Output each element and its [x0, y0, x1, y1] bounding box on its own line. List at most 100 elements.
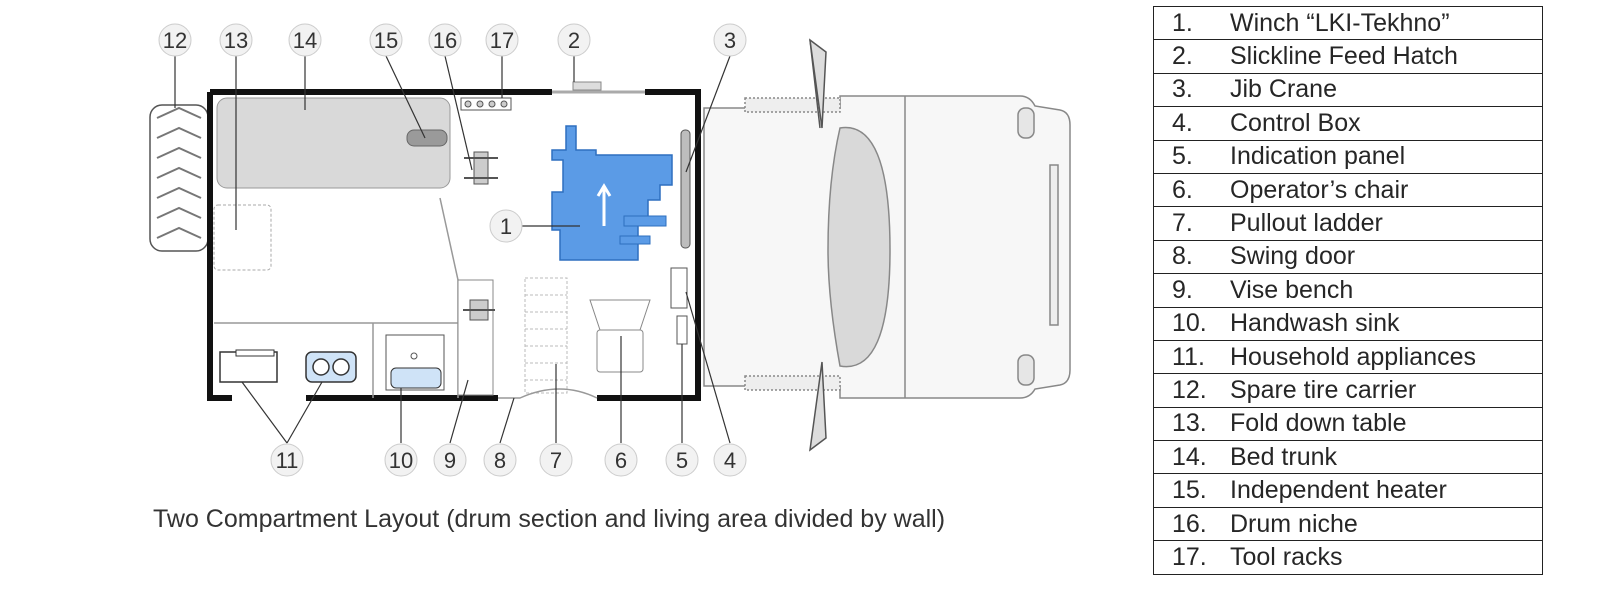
legend-row: 5.Indication panel — [1153, 139, 1543, 174]
legend-label: Bed trunk — [1230, 442, 1338, 471]
legend-table: 1. Winch “LKI-Tekhno” 2. Slickline Feed Hat… — [1153, 5, 1543, 575]
vise-bench — [457, 279, 494, 396]
callout-6: 6 — [604, 443, 638, 477]
legend-label: Swing door — [1230, 242, 1356, 271]
callout-11: 11 — [270, 443, 304, 477]
legend-row: 13. Fold down table — [1153, 406, 1543, 442]
legend-label: Control Box — [1230, 108, 1361, 137]
legend-number: 17. — [1172, 542, 1207, 571]
legend-number: 4. — [1172, 108, 1193, 137]
legend-label: Tool racks — [1230, 542, 1343, 571]
svg-text:16: 16 — [433, 28, 457, 53]
legend-number: 11. — [1172, 342, 1205, 371]
svg-text:6: 6 — [615, 448, 627, 473]
svg-text:2: 2 — [568, 28, 580, 53]
body-walls — [207, 89, 701, 401]
svg-text:11: 11 — [276, 448, 299, 473]
svg-text:1: 1 — [500, 214, 512, 239]
truck-cab — [703, 38, 1071, 452]
svg-text:15: 15 — [374, 28, 398, 53]
legend-row: 4. Control Box — [1153, 106, 1543, 141]
legend-number: 1. — [1172, 8, 1193, 37]
legend-row: 10. Handwash sink — [1153, 306, 1543, 341]
fold-down-table — [213, 204, 272, 271]
winch — [551, 125, 673, 261]
jib-crane — [680, 129, 691, 249]
legend-label: Slickline Feed Hatch — [1230, 42, 1458, 71]
legend-row: 7. Pullout ladder — [1153, 206, 1543, 241]
callout-2: 2 — [557, 23, 591, 57]
svg-text:9: 9 — [444, 448, 456, 473]
bed-trunk — [216, 97, 451, 189]
feed-hatch — [572, 81, 602, 91]
legend-label: Independent heater — [1230, 476, 1447, 505]
legend-number: 16. — [1172, 509, 1207, 538]
callout-9: 9 — [433, 443, 467, 477]
legend-row: 8. Swing door — [1153, 239, 1543, 275]
callout-15: 15 — [369, 23, 403, 57]
callout-1: 1 — [489, 209, 523, 243]
heater — [406, 129, 448, 147]
svg-text:17: 17 — [490, 28, 514, 53]
svg-text:8: 8 — [494, 448, 506, 473]
legend-row: 1. Winch “LKI-Tekhno” — [1153, 5, 1543, 41]
legend-row: 17. Tool racks — [1153, 540, 1543, 575]
callout-17: 17 — [485, 23, 519, 57]
legend-number: 10. — [1172, 309, 1207, 338]
legend-row: 14. Bed trunk — [1153, 440, 1543, 475]
legend-number: 7. — [1172, 209, 1193, 238]
legend-label: Fold down table — [1230, 409, 1407, 438]
callout-12: 12 — [158, 23, 192, 57]
leader-lines — [174, 55, 731, 444]
vise — [463, 299, 495, 321]
spare-tire — [149, 104, 209, 252]
legend-label: Vise bench — [1230, 275, 1354, 304]
swing-door — [498, 388, 598, 399]
callout-16: 16 — [428, 23, 462, 57]
legend-number: 15. — [1172, 476, 1207, 505]
control-box — [670, 267, 688, 309]
svg-text:4: 4 — [724, 448, 736, 473]
legend-label: Spare tire carrier — [1230, 375, 1417, 404]
svg-text:5: 5 — [676, 448, 688, 473]
legend-label: Operator’s chair — [1230, 175, 1409, 204]
callout-4: 4 — [713, 443, 747, 477]
callout-8: 8 — [483, 443, 517, 477]
legend-row: 12. Spare tire carrier — [1153, 373, 1543, 408]
legend-label: Jib Crane — [1230, 75, 1337, 104]
callout-3: 3 — [713, 23, 747, 57]
operator-chair — [589, 299, 651, 373]
svg-text:7: 7 — [550, 448, 562, 473]
legend-number: 3. — [1172, 75, 1193, 104]
legend-number: 6. — [1172, 175, 1193, 204]
legend-number: 5. — [1172, 142, 1193, 171]
svg-text:14: 14 — [293, 28, 317, 53]
legend-number: 14. — [1172, 442, 1207, 471]
legend-row: 16. Drum niche — [1153, 506, 1543, 542]
tool-rack — [460, 97, 512, 111]
legend-number: 13. — [1172, 409, 1207, 438]
legend-number: 9. — [1172, 275, 1193, 304]
legend-label: Winch “LKI-Tekhno” — [1230, 8, 1450, 37]
legend-number: 2. — [1172, 42, 1193, 71]
callout-14: 14 — [288, 23, 322, 57]
svg-text:3: 3 — [724, 28, 736, 53]
legend-number: 12. — [1172, 375, 1207, 404]
callout-5: 5 — [665, 443, 699, 477]
callout-10: 10 — [384, 443, 418, 477]
svg-text:12: 12 — [163, 28, 187, 53]
appliance-fridge — [219, 351, 278, 383]
legend-label: Handwash sink — [1230, 309, 1400, 338]
legend-row: 9. Vise bench — [1153, 273, 1543, 308]
legend-row: 6. Operator’s chair — [1153, 172, 1543, 208]
legend-label: Pullout ladder — [1230, 209, 1383, 238]
callout-7: 7 — [539, 443, 573, 477]
legend-label: Household appliances — [1230, 342, 1477, 371]
sink-basin — [390, 367, 442, 389]
legend-number: 8. — [1172, 242, 1193, 271]
floor-plan-diagram: 12 13 14 15 16 17 2 3 1 11 10 9 — [149, 23, 1071, 477]
legend-label: Drum niche — [1230, 509, 1358, 538]
legend-row: 2. Slickline Feed Hatch — [1153, 39, 1543, 74]
callout-13: 13 — [219, 23, 253, 57]
indication-panel — [676, 315, 688, 345]
